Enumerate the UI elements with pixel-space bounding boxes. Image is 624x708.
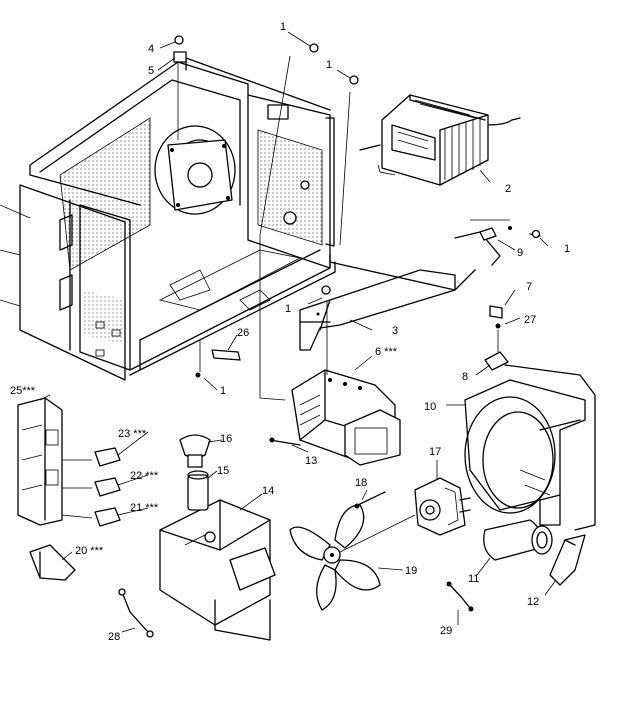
screws-1: [173, 35, 541, 295]
callout-1: 1: [285, 303, 291, 315]
wire-lead-29: [446, 581, 474, 612]
callout-1: 1: [326, 59, 332, 71]
callout-5: 5: [148, 65, 154, 77]
oven-cavity-chassis: [0, 52, 351, 401]
callout-18: 18: [355, 477, 367, 489]
callout-25: 25***: [10, 385, 36, 397]
small-hardware: [454, 219, 541, 371]
callout-labels: 1 1 1 1 1 2 3 4 5 6 *** 7 8 9 10 11 12 1…: [10, 21, 570, 643]
callout-22: 22 ***: [130, 470, 159, 482]
mounting-bracket: [299, 261, 476, 351]
magnetron: [291, 302, 401, 466]
callout-7: 7: [526, 281, 532, 293]
callout-9: 9: [517, 247, 523, 259]
callout-28: 28: [108, 631, 120, 643]
callout-13: 13: [305, 455, 317, 467]
screw-26: [195, 340, 241, 378]
door-latch-board: [17, 397, 93, 526]
fan-shroud: [464, 364, 596, 531]
air-duct: [159, 499, 276, 641]
callout-29: 29: [440, 625, 452, 637]
wire-lead-28: [118, 588, 154, 638]
callout-20: 20 ***: [75, 545, 104, 557]
callout-2: 2: [505, 183, 511, 195]
callout-11: 11: [468, 573, 479, 585]
screw-18: [354, 491, 386, 509]
callout-23: 23 ***: [118, 428, 147, 440]
callout-8: 8: [462, 371, 468, 383]
callout-17: 17: [429, 446, 441, 458]
callout-14: 14: [262, 485, 274, 497]
callout-6: 6 ***: [375, 346, 398, 358]
callout-4: 4: [148, 43, 154, 55]
callout-1: 1: [220, 385, 226, 397]
latch-lever: [29, 544, 76, 581]
callout-1: 1: [280, 21, 286, 33]
callout-12: 12: [527, 596, 539, 608]
callout-15: 15: [217, 465, 229, 477]
callout-27: 27: [524, 314, 536, 326]
thermal-fuse-assembly: [179, 434, 211, 511]
callout-3: 3: [392, 325, 398, 337]
callout-10: 10: [424, 401, 436, 413]
capacitor-bracket: [549, 534, 586, 586]
callout-16: 16: [220, 433, 232, 445]
screw-13: [269, 437, 301, 446]
callout-21: 21 ***: [130, 502, 159, 514]
leader-lines: [39, 31, 557, 633]
interlock-switches: [94, 447, 121, 527]
callout-19: 19: [405, 565, 417, 577]
callout-1: 1: [564, 243, 570, 255]
callout-26: 26: [237, 327, 249, 339]
fan-blade: [289, 504, 416, 611]
fan-motor: [414, 477, 471, 536]
capacitor: [483, 519, 553, 561]
transformer: [359, 94, 521, 186]
